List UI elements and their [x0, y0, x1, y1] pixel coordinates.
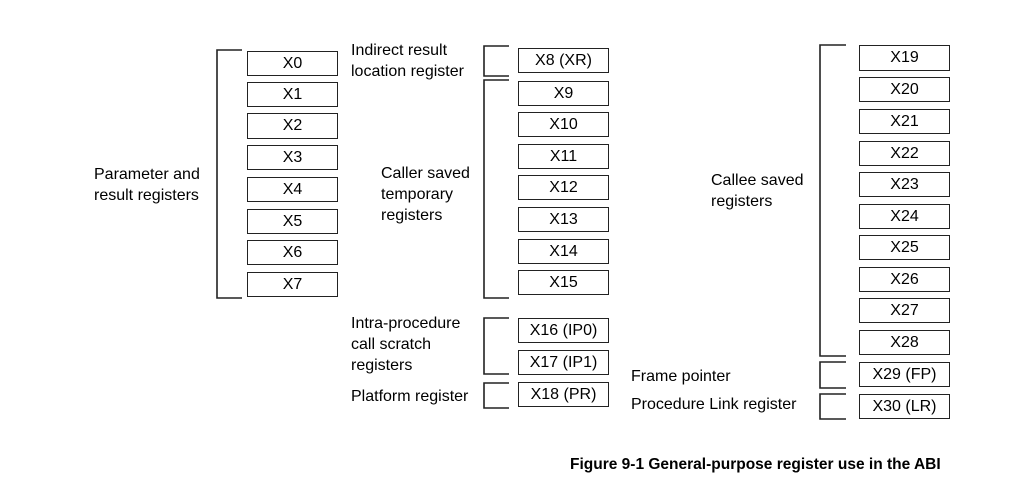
- parameter-label-line-1: Parameter and: [94, 166, 200, 183]
- register-x10: X10: [518, 112, 609, 137]
- procedure-link-label: Procedure Link register: [631, 396, 797, 413]
- register-x17-ip1: X17 (IP1): [518, 350, 609, 375]
- caller-saved-label: Caller saved temporary registers: [381, 163, 470, 226]
- intra-procedure-label-line-1: Intra-procedure: [351, 315, 461, 332]
- parameter-label: Parameter and result registers: [94, 164, 200, 206]
- indirect-bracket: [483, 45, 509, 77]
- register-x21: X21: [859, 109, 950, 134]
- callee-saved-bracket: [819, 44, 846, 357]
- platform-register-label: Platform register: [351, 388, 469, 405]
- register-x18-pr: X18 (PR): [518, 382, 609, 407]
- register-x19: X19: [859, 45, 950, 71]
- intra-procedure-label: Intra-procedure call scratch registers: [351, 313, 460, 376]
- caller-saved-bracket: [483, 79, 509, 299]
- frame-pointer-label: Frame pointer: [631, 368, 731, 385]
- register-x28: X28: [859, 330, 950, 355]
- callee-saved-label-line-1: Callee saved: [711, 172, 804, 189]
- parameter-bracket: [216, 49, 242, 299]
- register-x26: X26: [859, 267, 950, 292]
- register-x12: X12: [518, 175, 609, 200]
- callee-saved-label: Callee saved registers: [711, 170, 804, 212]
- register-x7: X7: [247, 272, 338, 297]
- indirect-result-label-line-2: location register: [351, 63, 464, 80]
- register-x30-lr: X30 (LR): [859, 394, 950, 419]
- register-x20: X20: [859, 77, 950, 102]
- indirect-result-label: Indirect result location register: [351, 40, 464, 82]
- register-x9: X9: [518, 81, 609, 106]
- caller-saved-label-line-2: temporary: [381, 186, 454, 203]
- platform-bracket: [483, 382, 509, 409]
- procedure-link-bracket: [819, 393, 846, 420]
- indirect-result-label-line-1: Indirect result: [351, 42, 448, 59]
- caller-saved-label-line-1: Caller saved: [381, 165, 470, 182]
- register-x14: X14: [518, 239, 609, 264]
- register-x29-fp: X29 (FP): [859, 362, 950, 387]
- register-x1: X1: [247, 82, 338, 107]
- register-x25: X25: [859, 235, 950, 260]
- register-x15: X15: [518, 270, 609, 295]
- intra-procedure-label-line-2: call scratch: [351, 336, 432, 353]
- register-x11: X11: [518, 144, 609, 169]
- intra-procedure-label-line-3: registers: [351, 357, 413, 374]
- register-x5: X5: [247, 209, 338, 234]
- register-x8-xr: X8 (XR): [518, 48, 609, 73]
- parameter-label-line-2: result registers: [94, 187, 199, 204]
- register-x24: X24: [859, 204, 950, 229]
- caller-saved-label-line-3: registers: [381, 207, 443, 224]
- callee-saved-label-line-2: registers: [711, 193, 773, 210]
- register-x3: X3: [247, 145, 338, 170]
- register-x4: X4: [247, 177, 338, 202]
- register-x16-ip0: X16 (IP0): [518, 318, 609, 343]
- register-x22: X22: [859, 141, 950, 166]
- register-x6: X6: [247, 240, 338, 265]
- frame-pointer-bracket: [819, 361, 846, 389]
- figure-caption: Figure 9-1 General-purpose register use …: [570, 456, 941, 473]
- register-x13: X13: [518, 207, 609, 232]
- register-x0: X0: [247, 51, 338, 76]
- register-x27: X27: [859, 298, 950, 323]
- register-x23: X23: [859, 172, 950, 197]
- register-x2: X2: [247, 113, 338, 139]
- intra-procedure-bracket: [483, 317, 509, 375]
